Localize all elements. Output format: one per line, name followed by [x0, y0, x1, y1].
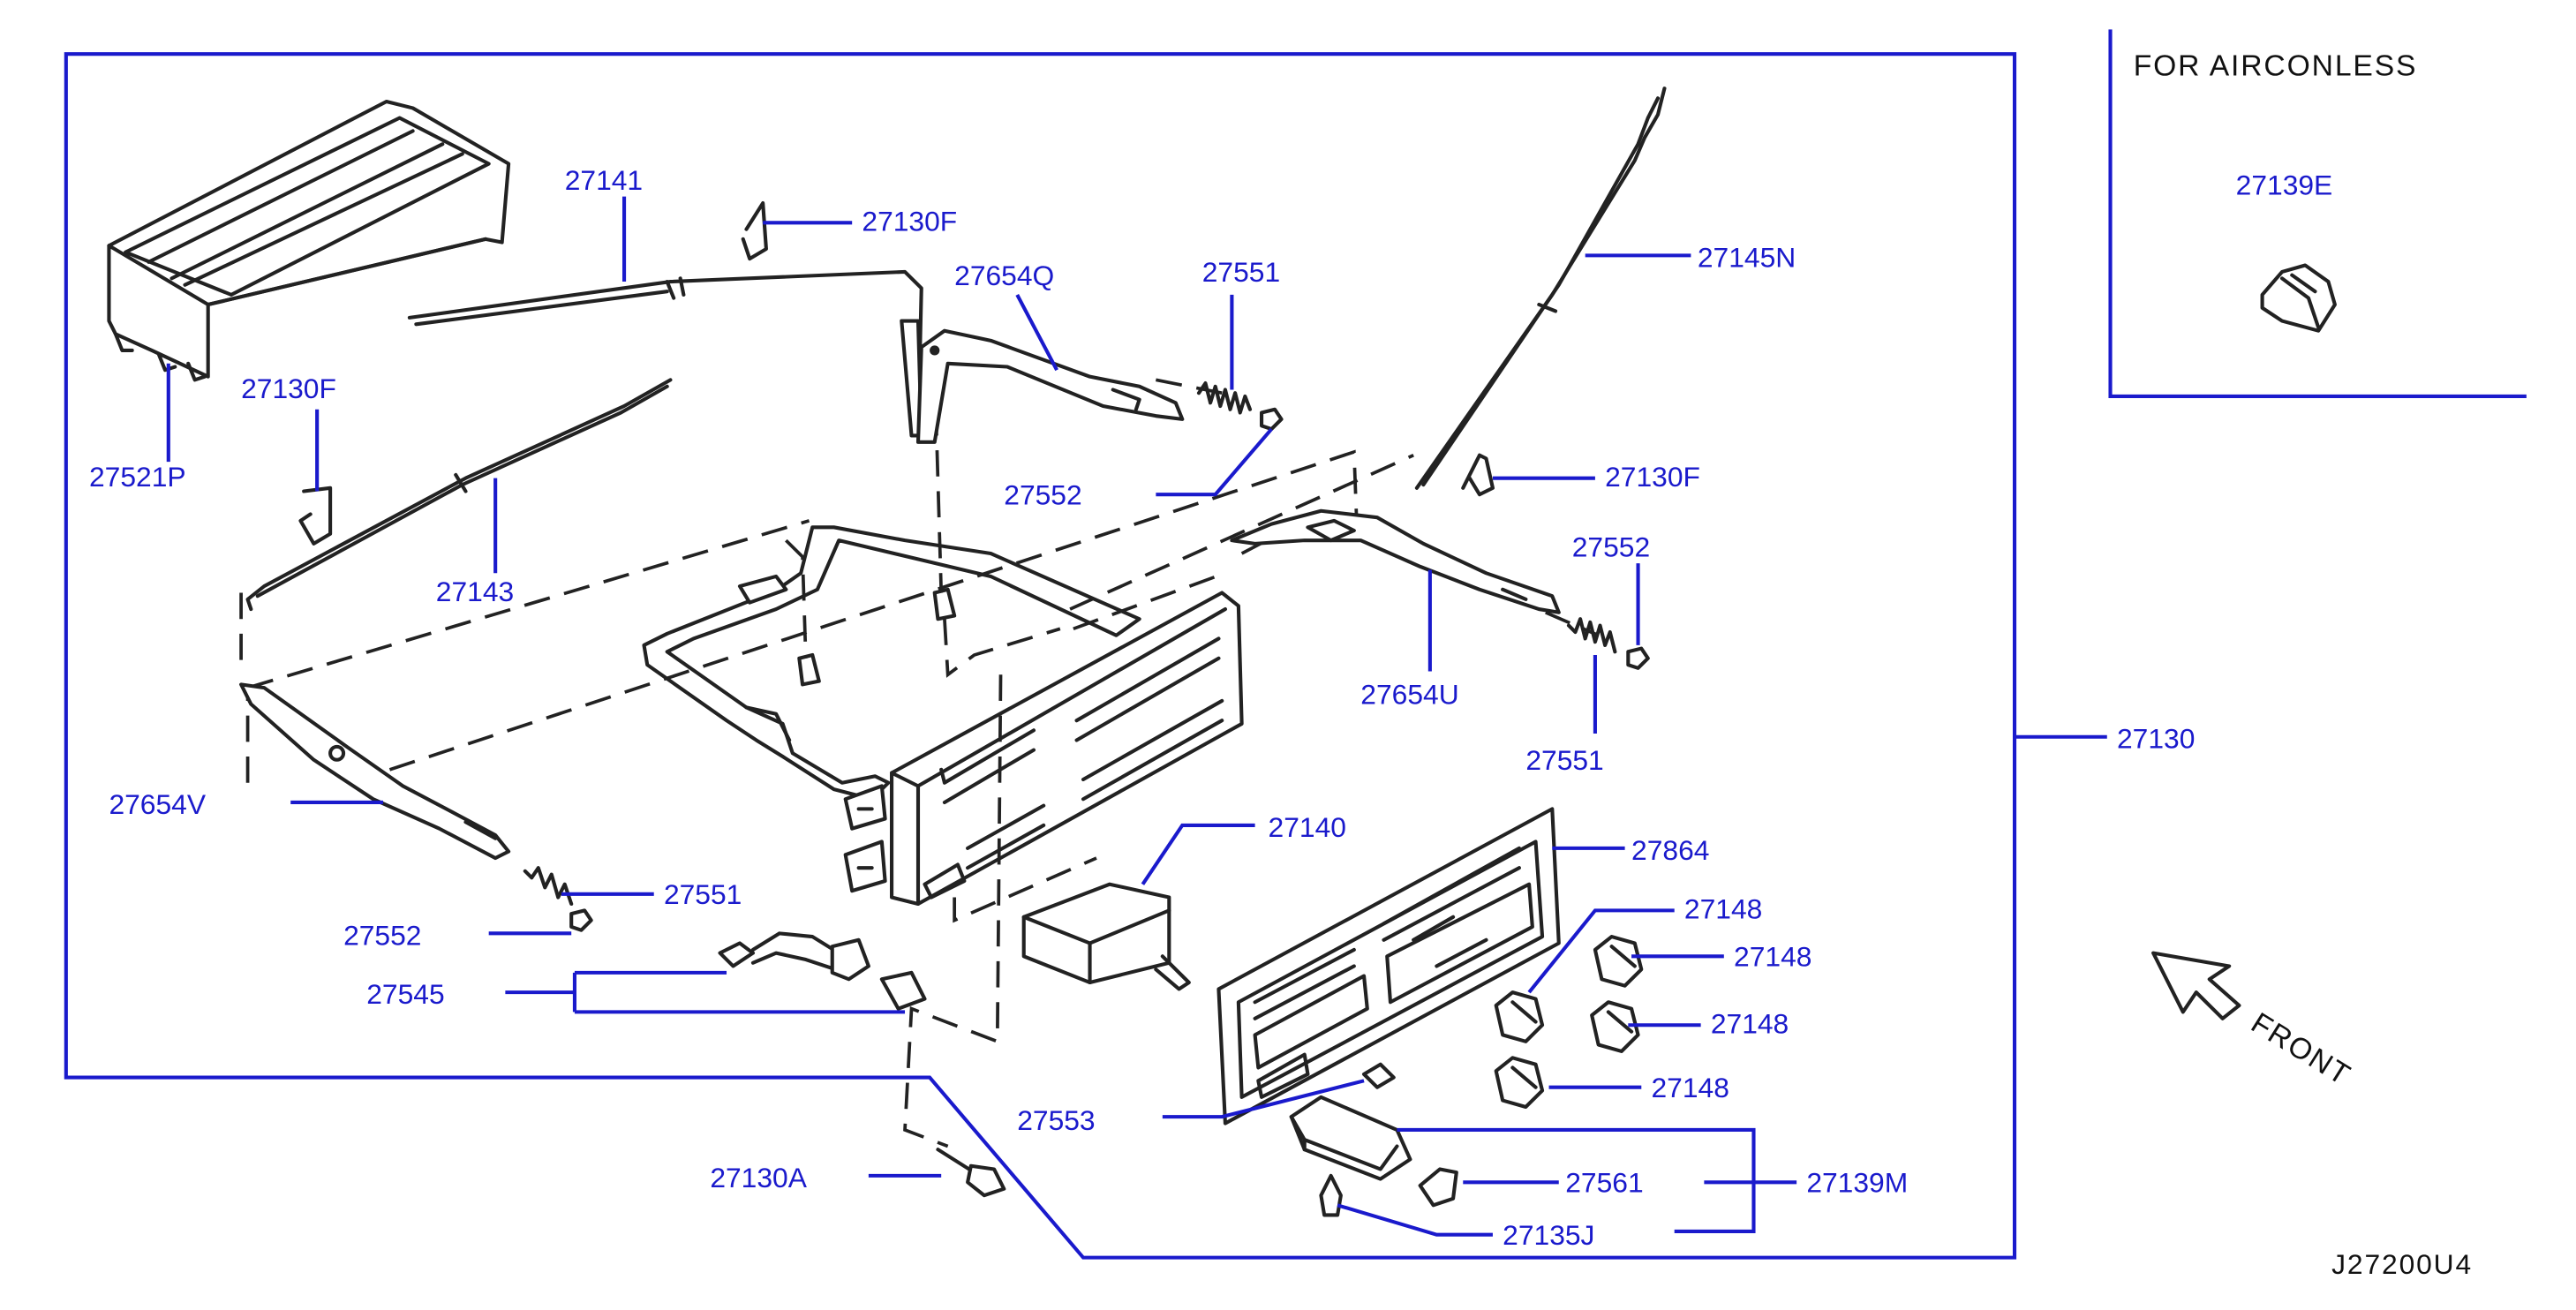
cable-27143-part: [245, 378, 673, 612]
screw-27130A-part: [936, 1148, 1006, 1198]
part-label-27552-a: 27552: [1004, 478, 1081, 510]
part-label-27545: 27545: [366, 978, 444, 1010]
part-label-27130: 27130: [2117, 723, 2195, 755]
part-label-27130A: 27130A: [710, 1162, 807, 1193]
part-label-27148-a: 27148: [1684, 893, 1762, 925]
part-label-27553: 27553: [1017, 1104, 1095, 1136]
part-label-27139E: 27139E: [2236, 169, 2333, 201]
part-label-27135J: 27135J: [1503, 1219, 1594, 1251]
harness-27545-part: [718, 931, 927, 1011]
part-label-27521P: 27521P: [89, 461, 186, 493]
knob-27139E-part: [2260, 263, 2337, 333]
knob-27148-c-part: [1590, 1000, 1640, 1053]
part-label-27139M: 27139M: [1806, 1167, 1908, 1199]
part-label-27561: 27561: [1565, 1167, 1643, 1199]
front-label: FRONT: [2245, 1006, 2356, 1092]
knob-27148-d-part: [1494, 1056, 1545, 1110]
part-labels: 27141 27130F 27654Q 27551 27145N 27521P …: [89, 164, 2195, 1250]
part-label-27552-b: 27552: [1572, 531, 1650, 563]
clip-27130F-c-part: [1461, 453, 1495, 497]
cover-27521P-part: [107, 99, 511, 382]
spring-27551-c-part: [523, 866, 593, 932]
part-label-27552-c: 27552: [343, 919, 421, 951]
part-label-27130F-b: 27130F: [241, 373, 336, 404]
part-label-27148-b: 27148: [1734, 941, 1811, 973]
lever-27654U-part: [1230, 508, 1561, 614]
main-frame: [64, 52, 2017, 1260]
part-label-27551-c: 27551: [664, 878, 742, 910]
lever-27654V-part: [239, 682, 511, 861]
lever-27654Q-part: [915, 328, 1185, 444]
part-label-27654V: 27654V: [109, 788, 206, 820]
knob-27148-a-part: [1593, 935, 1644, 988]
part-label-27654U: 27654U: [1360, 679, 1458, 711]
part-label-27148-c: 27148: [1711, 1008, 1789, 1040]
part-label-27130F-a: 27130F: [862, 206, 957, 237]
part-label-27140: 27140: [1269, 811, 1346, 843]
part-label-27654Q: 27654Q: [954, 260, 1054, 291]
clip-27553-part: [1361, 1062, 1396, 1089]
module-27140-part: [1021, 882, 1191, 991]
knob-27561-part: [1418, 1167, 1458, 1208]
spring-27551-b-part: [1566, 617, 1650, 670]
clip-27130F-a-part: [741, 200, 768, 261]
part-label-27145N: 27145N: [1698, 241, 1796, 273]
part-label-27130F-c: 27130F: [1605, 461, 1700, 493]
part-label-27143: 27143: [436, 576, 514, 607]
clip-27135J-part: [1319, 1173, 1343, 1217]
knob-27148-b-part: [1494, 990, 1545, 1043]
part-label-27551-a: 27551: [1202, 256, 1280, 288]
inset-frame: [2108, 29, 2527, 398]
cable-27141-part: [407, 269, 923, 438]
part-label-27864: 27864: [1631, 834, 1709, 866]
part-label-27551-b: 27551: [1525, 744, 1603, 776]
inset-title: FOR AIRCONLESS: [2134, 49, 2418, 82]
spring-27551-a-part: [1196, 381, 1284, 432]
part-label-27148-d: 27148: [1652, 1072, 1729, 1103]
leader-lines: [166, 196, 2107, 1237]
front-arrow-icon: [2151, 951, 2241, 1020]
part-label-27141: 27141: [565, 164, 643, 196]
cable-27145N-part: [1414, 87, 1667, 490]
diagram-code: J27200U4: [2331, 1248, 2473, 1280]
switch-27139M-part: [1289, 1095, 1412, 1181]
panel-27864-part: [1216, 807, 1561, 1126]
control-unit-frame-part: [642, 525, 1244, 907]
clip-27130F-b-part: [298, 486, 333, 546]
